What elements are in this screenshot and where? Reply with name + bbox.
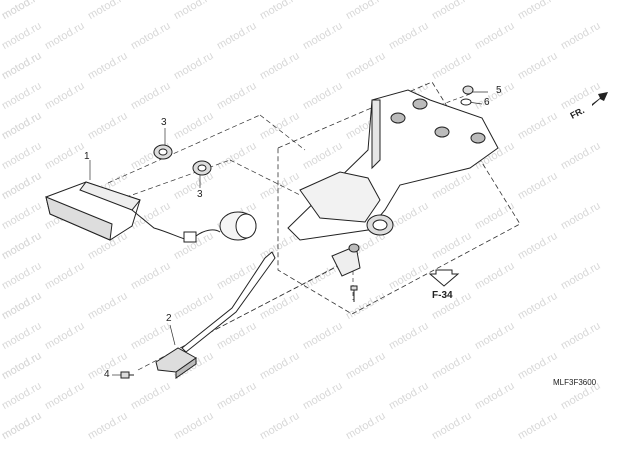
- front-arrow-icon: [592, 92, 608, 106]
- tail-light-part: [45, 181, 257, 243]
- diagram-code: MLF3F3600: [553, 378, 597, 387]
- reference-label: F-34: [432, 290, 453, 301]
- callout-3a: 3: [161, 117, 167, 128]
- rear-subframe-part: [287, 89, 499, 241]
- callout-6: 6: [484, 97, 490, 108]
- callout-5: 5: [496, 85, 502, 96]
- callout-3b: 3: [197, 189, 203, 200]
- callout-2: 2: [166, 313, 172, 324]
- nut-washer-part: [460, 85, 474, 106]
- f34-arrow-icon: [428, 269, 460, 287]
- screw-part: [120, 371, 134, 379]
- callout-1: 1: [84, 151, 90, 162]
- grommet-part: [153, 144, 212, 176]
- callout-4: 4: [104, 369, 110, 380]
- license-light-part: [155, 243, 361, 379]
